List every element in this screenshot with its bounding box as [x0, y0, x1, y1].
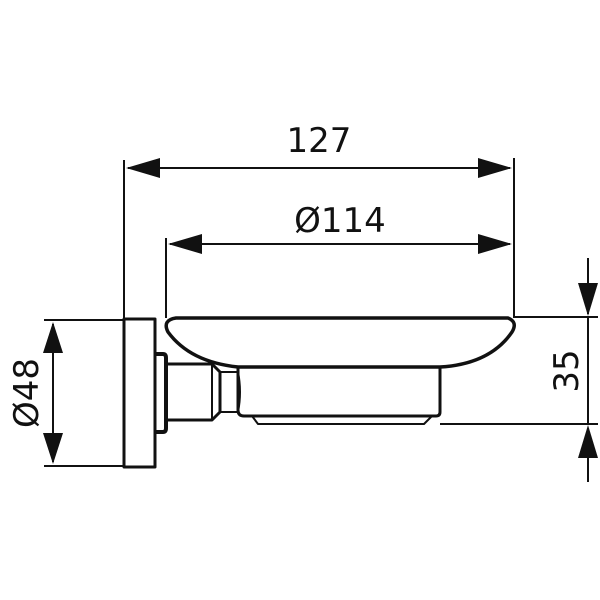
- holder-ring: [236, 365, 442, 418]
- flange-collar: [155, 352, 168, 434]
- dish-bowl: [164, 316, 516, 369]
- arm-stem: [166, 362, 222, 422]
- dimension-diameter-48: Ø48: [7, 319, 124, 467]
- dimension-35: 35: [440, 258, 598, 482]
- wall-flange: [122, 317, 157, 469]
- holder-base: [251, 415, 433, 425]
- soap-dish-outline: [122, 316, 516, 469]
- dimension-label-diameter-114: Ø114: [294, 201, 386, 241]
- dimension-diameter-114: Ø114: [165, 201, 512, 318]
- dimension-label-35: 35: [547, 349, 587, 392]
- dimension-label-diameter-48: Ø48: [7, 358, 47, 428]
- dimension-label-127: 127: [287, 121, 352, 161]
- dimension-127: 127: [123, 121, 515, 318]
